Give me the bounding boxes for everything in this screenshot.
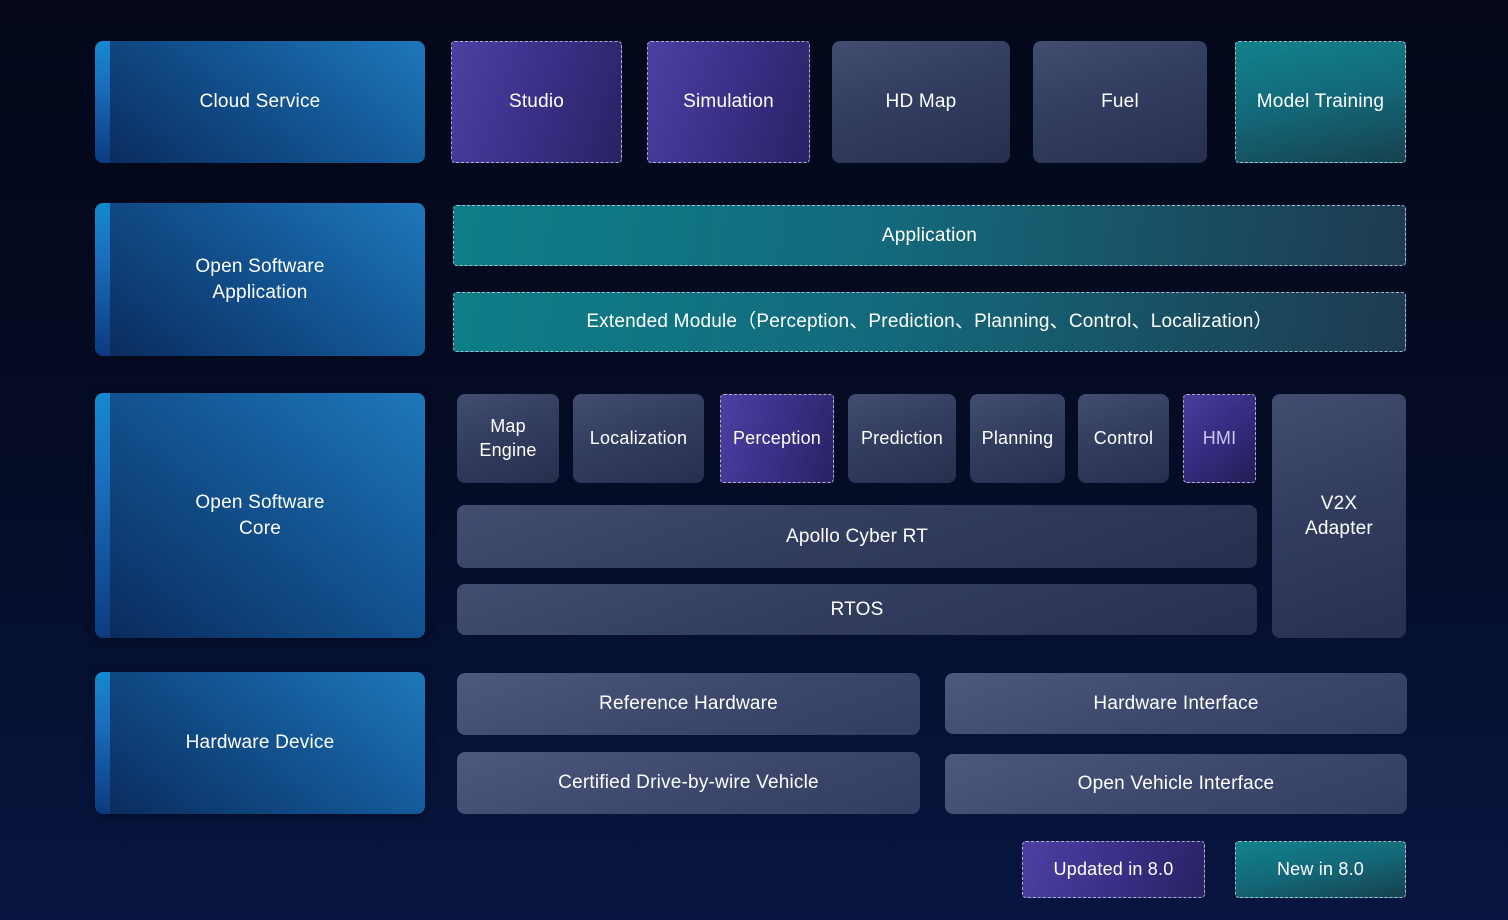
cloud-box-simulation: Simulation bbox=[647, 41, 810, 163]
apollo-cyber-rt-box: Apollo Cyber RT bbox=[457, 505, 1257, 568]
module-prediction: Prediction bbox=[848, 394, 956, 483]
accent-stripe bbox=[95, 393, 110, 638]
studio-label: Studio bbox=[508, 91, 565, 113]
accent-stripe bbox=[95, 672, 110, 814]
cloud-box-studio: Studio bbox=[451, 41, 622, 163]
open-vehicle-interface-label: Open Vehicle Interface bbox=[1077, 773, 1275, 795]
extended-module-box: Extended Module（Perception、Prediction、Pl… bbox=[453, 292, 1406, 352]
rtos-label: RTOS bbox=[830, 598, 884, 620]
accent-stripe bbox=[95, 41, 110, 163]
reference-hardware-box: Reference Hardware bbox=[457, 673, 920, 735]
category-open-software-core-label: Open Software Core bbox=[195, 492, 325, 539]
category-open-software-core: Open Software Core bbox=[95, 393, 425, 638]
localization-label: Localization bbox=[589, 427, 688, 448]
module-hmi: HMI bbox=[1183, 394, 1256, 483]
cloud-box-model-training: Model Training bbox=[1235, 41, 1406, 163]
module-localization: Localization bbox=[573, 394, 704, 483]
legend-new-label: New in 8.0 bbox=[1276, 858, 1365, 879]
model-training-label: Model Training bbox=[1256, 91, 1385, 113]
control-label: Control bbox=[1093, 427, 1154, 448]
category-hardware-device-label: Hardware Device bbox=[185, 732, 335, 754]
category-cloud-service: Cloud Service bbox=[95, 41, 425, 163]
hardware-interface-box: Hardware Interface bbox=[945, 673, 1407, 734]
category-open-software-application: Open Software Application bbox=[95, 203, 425, 356]
certified-vehicle-label: Certified Drive-by-wire Vehicle bbox=[558, 772, 819, 794]
simulation-label: Simulation bbox=[683, 91, 774, 113]
cloud-box-hd-map: HD Map bbox=[832, 41, 1010, 163]
fuel-label: Fuel bbox=[1101, 91, 1139, 113]
prediction-label: Prediction bbox=[860, 427, 944, 448]
v2x-adapter-box: V2X Adapter bbox=[1272, 394, 1406, 638]
accent-stripe bbox=[95, 203, 110, 356]
perception-label: Perception bbox=[732, 427, 822, 448]
legend-updated: Updated in 8.0 bbox=[1022, 841, 1205, 898]
map-engine-label: Map Engine bbox=[479, 415, 537, 460]
category-open-software-application-label: Open Software Application bbox=[195, 256, 325, 303]
hardware-interface-label: Hardware Interface bbox=[1093, 692, 1259, 714]
module-map-engine: Map Engine bbox=[457, 394, 559, 483]
hmi-label: HMI bbox=[1202, 427, 1237, 448]
module-control: Control bbox=[1078, 394, 1169, 483]
module-planning: Planning bbox=[970, 394, 1065, 483]
rtos-box: RTOS bbox=[457, 584, 1257, 635]
apollo-cyber-rt-label: Apollo Cyber RT bbox=[785, 525, 929, 547]
reference-hardware-label: Reference Hardware bbox=[599, 693, 778, 715]
legend-updated-label: Updated in 8.0 bbox=[1053, 858, 1174, 879]
planning-label: Planning bbox=[981, 427, 1054, 448]
extended-module-label: Extended Module（Perception、Prediction、Pl… bbox=[586, 311, 1273, 333]
open-vehicle-interface-box: Open Vehicle Interface bbox=[945, 754, 1407, 814]
certified-vehicle-box: Certified Drive-by-wire Vehicle bbox=[457, 752, 920, 814]
application-label: Application bbox=[881, 224, 978, 246]
module-perception: Perception bbox=[720, 394, 834, 483]
application-box: Application bbox=[453, 205, 1406, 266]
cloud-box-fuel: Fuel bbox=[1033, 41, 1207, 163]
legend-new: New in 8.0 bbox=[1235, 841, 1406, 898]
hd-map-label: HD Map bbox=[885, 91, 957, 113]
v2x-adapter-label: V2X Adapter bbox=[1305, 492, 1373, 539]
category-hardware-device: Hardware Device bbox=[95, 672, 425, 814]
category-cloud-service-label: Cloud Service bbox=[199, 91, 321, 113]
